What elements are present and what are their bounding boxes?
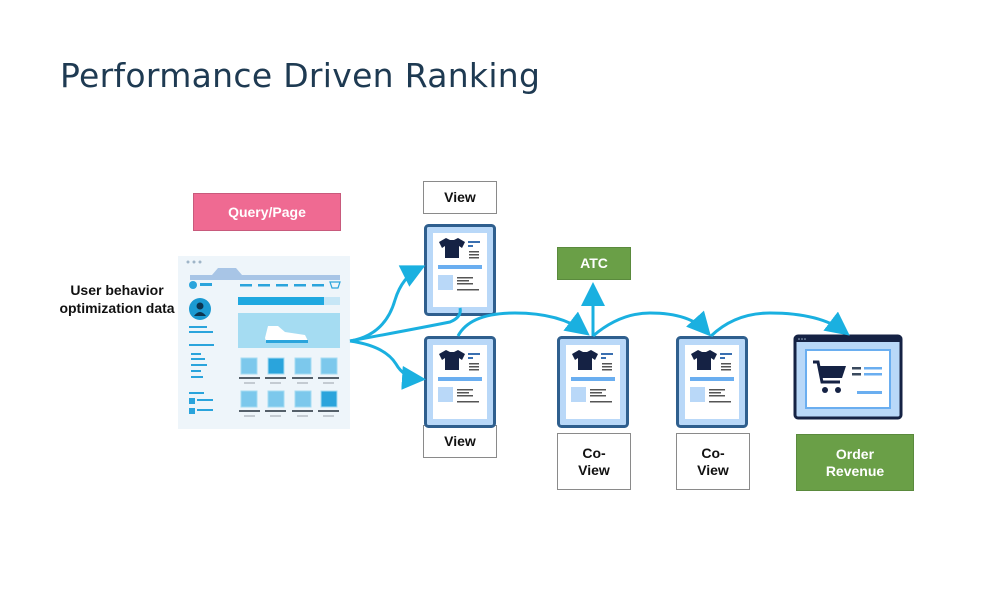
shopping-cart-icon xyxy=(813,360,846,393)
product-card-coview-1 xyxy=(557,336,629,428)
checkout-window-icon xyxy=(793,334,903,420)
link-view-top-branch xyxy=(349,307,462,343)
product-card-view-top xyxy=(424,224,496,316)
user-behavior-label: User behavior optimization data xyxy=(59,282,175,316)
page-title: Performance Driven Ranking xyxy=(60,56,541,95)
arrow-to-coview-1 xyxy=(456,311,590,337)
order-revenue-box: Order Revenue xyxy=(796,434,914,491)
arrow-to-view-bottom xyxy=(349,339,426,390)
arrow-to-view-top xyxy=(349,265,426,343)
flow-arrows xyxy=(349,265,850,390)
query-page-box: Query/Page xyxy=(193,193,341,231)
arrow-to-order xyxy=(709,311,850,338)
arrow-to-coview-2 xyxy=(592,310,712,338)
coview-1-box: Co- View xyxy=(557,433,631,490)
atc-box: ATC xyxy=(557,247,631,280)
view-top-box: View xyxy=(423,181,497,214)
coview-2-box: Co- View xyxy=(676,433,750,490)
product-card-coview-2 xyxy=(676,336,748,428)
product-card-view-bottom xyxy=(424,336,496,428)
webpage-illustration xyxy=(178,256,350,429)
